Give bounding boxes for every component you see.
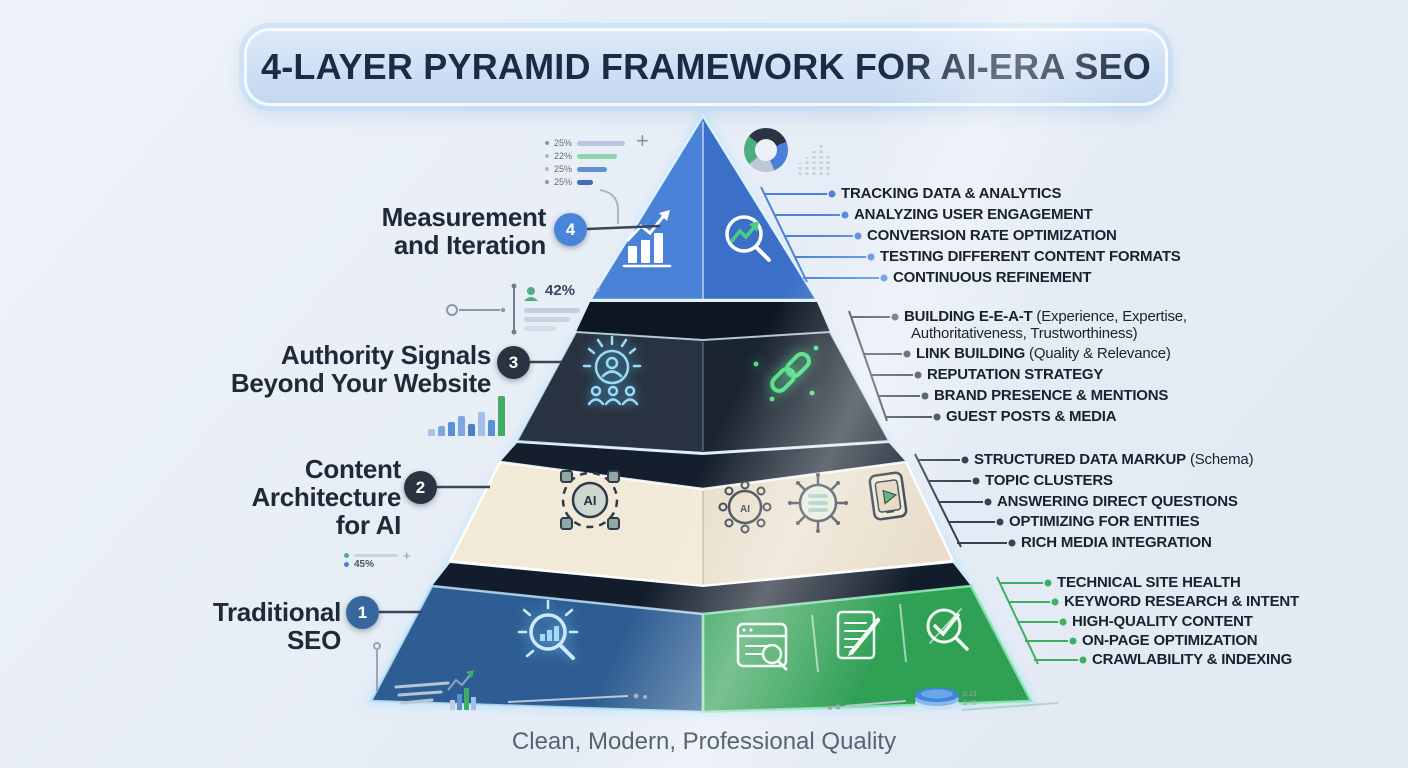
label-connectors bbox=[379, 224, 661, 614]
plus-decoration: + bbox=[403, 548, 411, 563]
mini-legend-row: 22% bbox=[545, 151, 618, 161]
legend-dot bbox=[545, 167, 549, 171]
stat-42-percent: 42% bbox=[545, 282, 576, 299]
bullet-item: GUEST POSTS & MEDIA bbox=[946, 408, 1117, 425]
label-traditional-seo: Traditional SEO bbox=[212, 597, 341, 655]
donut-chart-decoration bbox=[744, 128, 788, 172]
mini-legend-row: 25% bbox=[545, 177, 594, 187]
bullet-item: CONVERSION RATE OPTIMIZATION bbox=[867, 227, 1117, 244]
bullet-item: ANSWERING DIRECT QUESTIONS bbox=[997, 493, 1238, 510]
community-people-icon bbox=[582, 335, 642, 406]
disc-values: 0.13 $.70 bbox=[963, 691, 977, 707]
mini-legend-row: 25% bbox=[545, 138, 626, 148]
bullet-item: HIGH-QUALITY CONTENT bbox=[1072, 613, 1253, 630]
legend-bar bbox=[577, 166, 608, 172]
layer1-number-badge: 1 bbox=[346, 596, 379, 629]
svg-text:AI: AI bbox=[740, 504, 750, 515]
layer3-authority-face bbox=[515, 302, 891, 455]
check-magnifier-icon bbox=[926, 608, 969, 651]
browser-search-icon bbox=[736, 622, 788, 671]
bullet-item: ANALYZING USER ENGAGEMENT bbox=[854, 206, 1093, 223]
dotted-bars-decoration bbox=[798, 145, 830, 175]
bottom-right-decoration bbox=[828, 688, 1059, 711]
bullet-item: TECHNICAL SITE HEALTH bbox=[1057, 574, 1241, 591]
label-measurement-iteration: Measurement and Iteration bbox=[381, 202, 547, 260]
mini-legend-row: 25% bbox=[545, 164, 608, 174]
legend-bar bbox=[577, 153, 618, 159]
legend-bar bbox=[354, 554, 398, 557]
layer3-number-badge: 3 bbox=[497, 346, 530, 379]
bullet-item: KEYWORD RESEARCH & INTENT bbox=[1064, 593, 1300, 610]
bullet-item: TRACKING DATA & ANALYTICS bbox=[841, 185, 1062, 202]
stat-45-percent: 45% bbox=[354, 559, 375, 570]
divider bbox=[811, 614, 819, 673]
bullet-item: ON-PAGE OPTIMIZATION bbox=[1082, 632, 1258, 649]
bullet-item: RICH MEDIA INTEGRATION bbox=[1021, 534, 1212, 551]
legend-bar bbox=[577, 179, 594, 185]
magnifier-growth-icon bbox=[725, 215, 771, 262]
bullet-item: CRAWLABILITY & INDEXING bbox=[1092, 651, 1293, 668]
bullet-item: BRAND PRESENCE & MENTIONS bbox=[934, 387, 1169, 404]
rich-media-tablet-icon bbox=[868, 471, 908, 521]
page-title: 4-LAYER PYRAMID FRAMEWORK FOR AI-ERA SEO bbox=[260, 46, 1152, 87]
legend-dot bbox=[545, 154, 549, 158]
layer4-number-badge: 4 bbox=[554, 213, 587, 246]
bullet-item: BUILDING E-E-A-T (Experience, Expertise, bbox=[904, 308, 1187, 325]
legend-dot bbox=[545, 141, 549, 145]
legend-connector-curve bbox=[599, 189, 619, 224]
bullet-item: CONTINUOUS REFINEMENT bbox=[893, 269, 1092, 286]
bullet-item: OPTIMIZING FOR ENTITIES bbox=[1009, 513, 1200, 530]
plus-decoration: + bbox=[636, 128, 649, 153]
bullet-item: TOPIC CLUSTERS bbox=[985, 472, 1113, 489]
title-banner: 4-LAYER PYRAMID FRAMEWORK FOR AI-ERA SEO bbox=[244, 28, 1168, 106]
stat42-decoration bbox=[446, 283, 600, 335]
legend-dot bbox=[344, 562, 349, 567]
bullet-item: TESTING DIFFERENT CONTENT FORMATS bbox=[880, 248, 1181, 265]
bar-chart-arrow-icon bbox=[622, 210, 672, 268]
stat-45-row: 45% bbox=[344, 559, 374, 570]
label-authority-signals: Authority Signals Beyond Your Website bbox=[230, 340, 491, 398]
label-content-architecture: Content Architecture for AI bbox=[251, 454, 401, 540]
layer2-number-badge: 2 bbox=[404, 471, 437, 504]
ai-core-icon: AI bbox=[560, 470, 620, 530]
bullet-item: REPUTATION STRATEGY bbox=[927, 366, 1104, 383]
bullet-item-continuation: Authoritativeness, Trustworthiness) bbox=[911, 325, 1138, 342]
seo-magnifier-icon bbox=[517, 599, 579, 660]
entity-cluster-icon bbox=[788, 473, 848, 533]
ai-nodes-icon: AI bbox=[718, 480, 772, 534]
svg-text:AI: AI bbox=[584, 493, 597, 508]
bullet-item: STRUCTURED DATA MARKUP (Schema) bbox=[974, 451, 1254, 468]
divider bbox=[899, 603, 907, 663]
layer1-traditional-face bbox=[368, 563, 1034, 714]
link-chain-icon bbox=[753, 345, 819, 402]
content-doc-pencil-icon bbox=[836, 610, 881, 660]
legend-dot bbox=[344, 553, 349, 558]
bottom-left-decoration bbox=[373, 642, 647, 710]
bullet-item: LINK BUILDING (Quality & Relevance) bbox=[916, 345, 1171, 362]
footer-caption: Clean, Modern, Professional Quality bbox=[511, 728, 897, 755]
legend-bar bbox=[577, 140, 626, 146]
mini-bar-chart-decoration bbox=[428, 396, 505, 436]
layer2-content-face bbox=[448, 443, 955, 588]
legend-dot bbox=[545, 180, 549, 184]
